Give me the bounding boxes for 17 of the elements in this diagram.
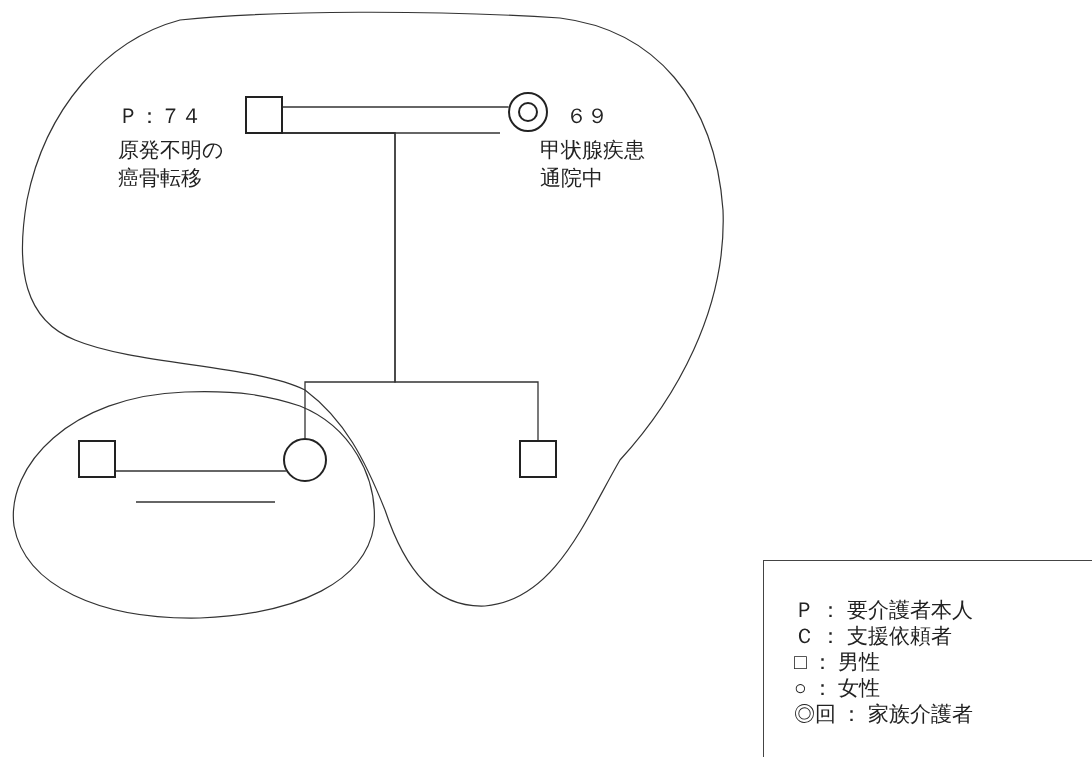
- legend-entry: Ｃ ： 支援依頼者: [794, 624, 952, 648]
- male-square: [78, 440, 116, 478]
- legend-entry: □ ： 男性: [794, 650, 881, 674]
- legend-entry: ○ ： 女性: [794, 676, 881, 700]
- family-line: [282, 132, 539, 441]
- female-circle: [283, 438, 327, 482]
- legend-entry: ◎回 ： 家族介護者: [794, 702, 973, 726]
- condition-note: 原発不明の癌骨転移: [118, 137, 225, 192]
- age-label: ６９: [566, 103, 609, 130]
- male-square: [245, 96, 283, 134]
- family-line: [115, 470, 287, 472]
- age-label: Ｐ：７４: [118, 103, 203, 130]
- family-line: [282, 106, 510, 108]
- legend-entry: Ｐ ： 要介護者本人: [794, 598, 973, 622]
- male-square: [519, 440, 557, 478]
- caregiver-double-circle: [508, 92, 548, 132]
- condition-note: 甲状腺疾患通院中: [540, 137, 646, 192]
